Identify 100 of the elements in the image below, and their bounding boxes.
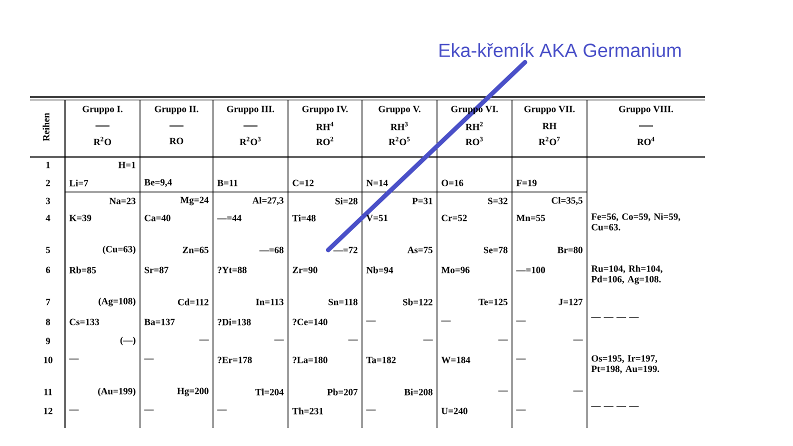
table-cell: (Au=199) xyxy=(98,388,136,396)
row-number: 10 xyxy=(44,356,52,364)
table-cell: Ru=104, Rh=104, Pd=106, Ag=108. xyxy=(591,265,662,284)
column-heading: Reihen xyxy=(42,112,50,142)
table-cell: — — — — xyxy=(591,317,639,318)
table-cell: Hg=200 xyxy=(177,388,208,396)
table-cell: Fe=56, Co=59, Ni=59, Cu=63. xyxy=(591,213,680,230)
table-cell: Os=195, Ir=197, Pt=198, Au=199. xyxy=(591,355,660,374)
table-cell: Br=80 xyxy=(558,246,582,254)
table-cell: V=51 xyxy=(366,214,388,222)
table-cell: — xyxy=(69,358,79,360)
column-heading: R$^{2}$O xyxy=(94,136,112,146)
table-cell: —=44 xyxy=(217,214,242,222)
leader-line xyxy=(326,60,528,252)
table-cell: (Ag=108) xyxy=(98,298,136,306)
table-cell: Nb=94 xyxy=(366,266,394,274)
row-number: 1 xyxy=(46,162,50,168)
table-cell: Ta=182 xyxy=(366,356,396,364)
table-cell: Sr=87 xyxy=(144,266,168,274)
row-number: 7 xyxy=(46,298,50,306)
row-number: 11 xyxy=(44,388,52,396)
table-cell: Zn=65 xyxy=(182,246,208,254)
table-cell: ?Di=138 xyxy=(218,318,251,326)
table-cell: — xyxy=(573,390,583,392)
table-cell: Ti=48 xyxy=(292,214,316,222)
column-heading: R$^{2}$O$^{5}$ xyxy=(388,136,410,146)
table-cell: Cd=112 xyxy=(178,298,208,306)
table-cell: Te=125 xyxy=(478,298,508,306)
column-heading: Gruppo VII. xyxy=(524,106,575,114)
table-cell: Li=7 xyxy=(69,180,88,186)
table-cell: Th=231 xyxy=(292,408,323,414)
table-cell: — xyxy=(441,320,451,322)
row-number: 12 xyxy=(44,408,52,414)
column-heading: RO$^{4}$ xyxy=(637,136,654,146)
table-cell: Sn=118 xyxy=(328,298,358,306)
table-cell: Al=27,3 xyxy=(252,196,284,206)
table-cell: Se=78 xyxy=(484,246,508,254)
table-cell: B=11 xyxy=(217,180,238,186)
column-heading: RH xyxy=(542,122,556,130)
table-cell: K=39 xyxy=(69,214,92,222)
table-cell: Ca=40 xyxy=(144,214,170,222)
table-cell: J=127 xyxy=(558,298,583,306)
table-cell: Mo=96 xyxy=(441,266,470,274)
column-heading: Gruppo IV. xyxy=(302,106,348,114)
row-number: 2 xyxy=(46,180,50,186)
table-cell: —=100 xyxy=(516,266,545,274)
table-cell: ?Yt=88 xyxy=(218,266,247,274)
table-cell: In=113 xyxy=(256,298,284,306)
table-cell: Ba=137 xyxy=(144,318,175,326)
column-heading: R$^{2}$O$^{7}$ xyxy=(538,136,560,146)
table-cell: — xyxy=(366,320,376,322)
table-cell: Tl=204 xyxy=(255,388,284,396)
table-cell: — xyxy=(516,358,526,360)
table-cell: ?Er=178 xyxy=(218,356,252,364)
table-cell: Sb=122 xyxy=(403,298,432,306)
row-number: 9 xyxy=(46,338,50,344)
table-cell: Zr=90 xyxy=(292,266,318,274)
table-cell: Mg=24 xyxy=(180,196,209,206)
annotation-text: Eka-křemík AKA Germanium xyxy=(440,42,681,58)
table-cell: ?La=180 xyxy=(292,356,328,364)
row-number: 3 xyxy=(46,198,50,204)
table-cell: Rb=85 xyxy=(69,266,96,274)
column-heading: R$^{2}$O$^{3}$ xyxy=(240,136,261,146)
table-cell: W=184 xyxy=(441,356,470,364)
column-heading: RO xyxy=(170,138,184,144)
table-cell: Cr=52 xyxy=(442,214,467,222)
column-heading: RH$^{4}$ xyxy=(316,122,334,130)
table-cell: (Cu=63) xyxy=(102,246,136,254)
table-cell: S=32 xyxy=(488,198,508,204)
table-cell: —=68 xyxy=(259,246,284,254)
column-heading: RO$^{3}$ xyxy=(466,136,483,146)
table-cell: — xyxy=(498,390,508,392)
table-cell: Mn=55 xyxy=(516,214,546,222)
row-number: 4 xyxy=(46,214,50,222)
table-cell: U=240 xyxy=(441,408,468,414)
column-heading: RH$^{3}$ xyxy=(390,122,408,130)
table-cell: C=12 xyxy=(292,180,314,186)
table-cell: H=1 xyxy=(118,162,136,168)
table-cell: F=19 xyxy=(516,180,537,186)
row-number: 5 xyxy=(46,246,50,254)
column-heading: Gruppo I. xyxy=(82,106,122,114)
row-number: 6 xyxy=(46,266,50,274)
table-cell: Cs=133 xyxy=(70,318,100,326)
table-cell: N=14 xyxy=(366,180,388,186)
table-cell: P=31 xyxy=(412,198,432,204)
column-heading: Gruppo VIII. xyxy=(619,106,674,114)
table-cell: Cl=35,5 xyxy=(552,196,582,206)
table-cell: As=75 xyxy=(407,246,432,254)
column-heading: Gruppo II. xyxy=(154,106,198,114)
table-cell: Be=9,4 xyxy=(144,179,172,187)
table-cell: — — — — xyxy=(591,406,639,407)
table-cell: — xyxy=(144,358,154,360)
column-heading: RH$^{2}$ xyxy=(466,122,483,130)
column-heading: Gruppo V. xyxy=(378,106,420,114)
table-cell: — xyxy=(516,320,526,322)
table-cell: Pb=207 xyxy=(327,388,358,396)
table-cell: Na=23 xyxy=(109,198,136,204)
table-cell: O=16 xyxy=(442,180,464,186)
row-number: 8 xyxy=(46,318,50,326)
table-cell: ?Ce=140 xyxy=(292,318,328,326)
